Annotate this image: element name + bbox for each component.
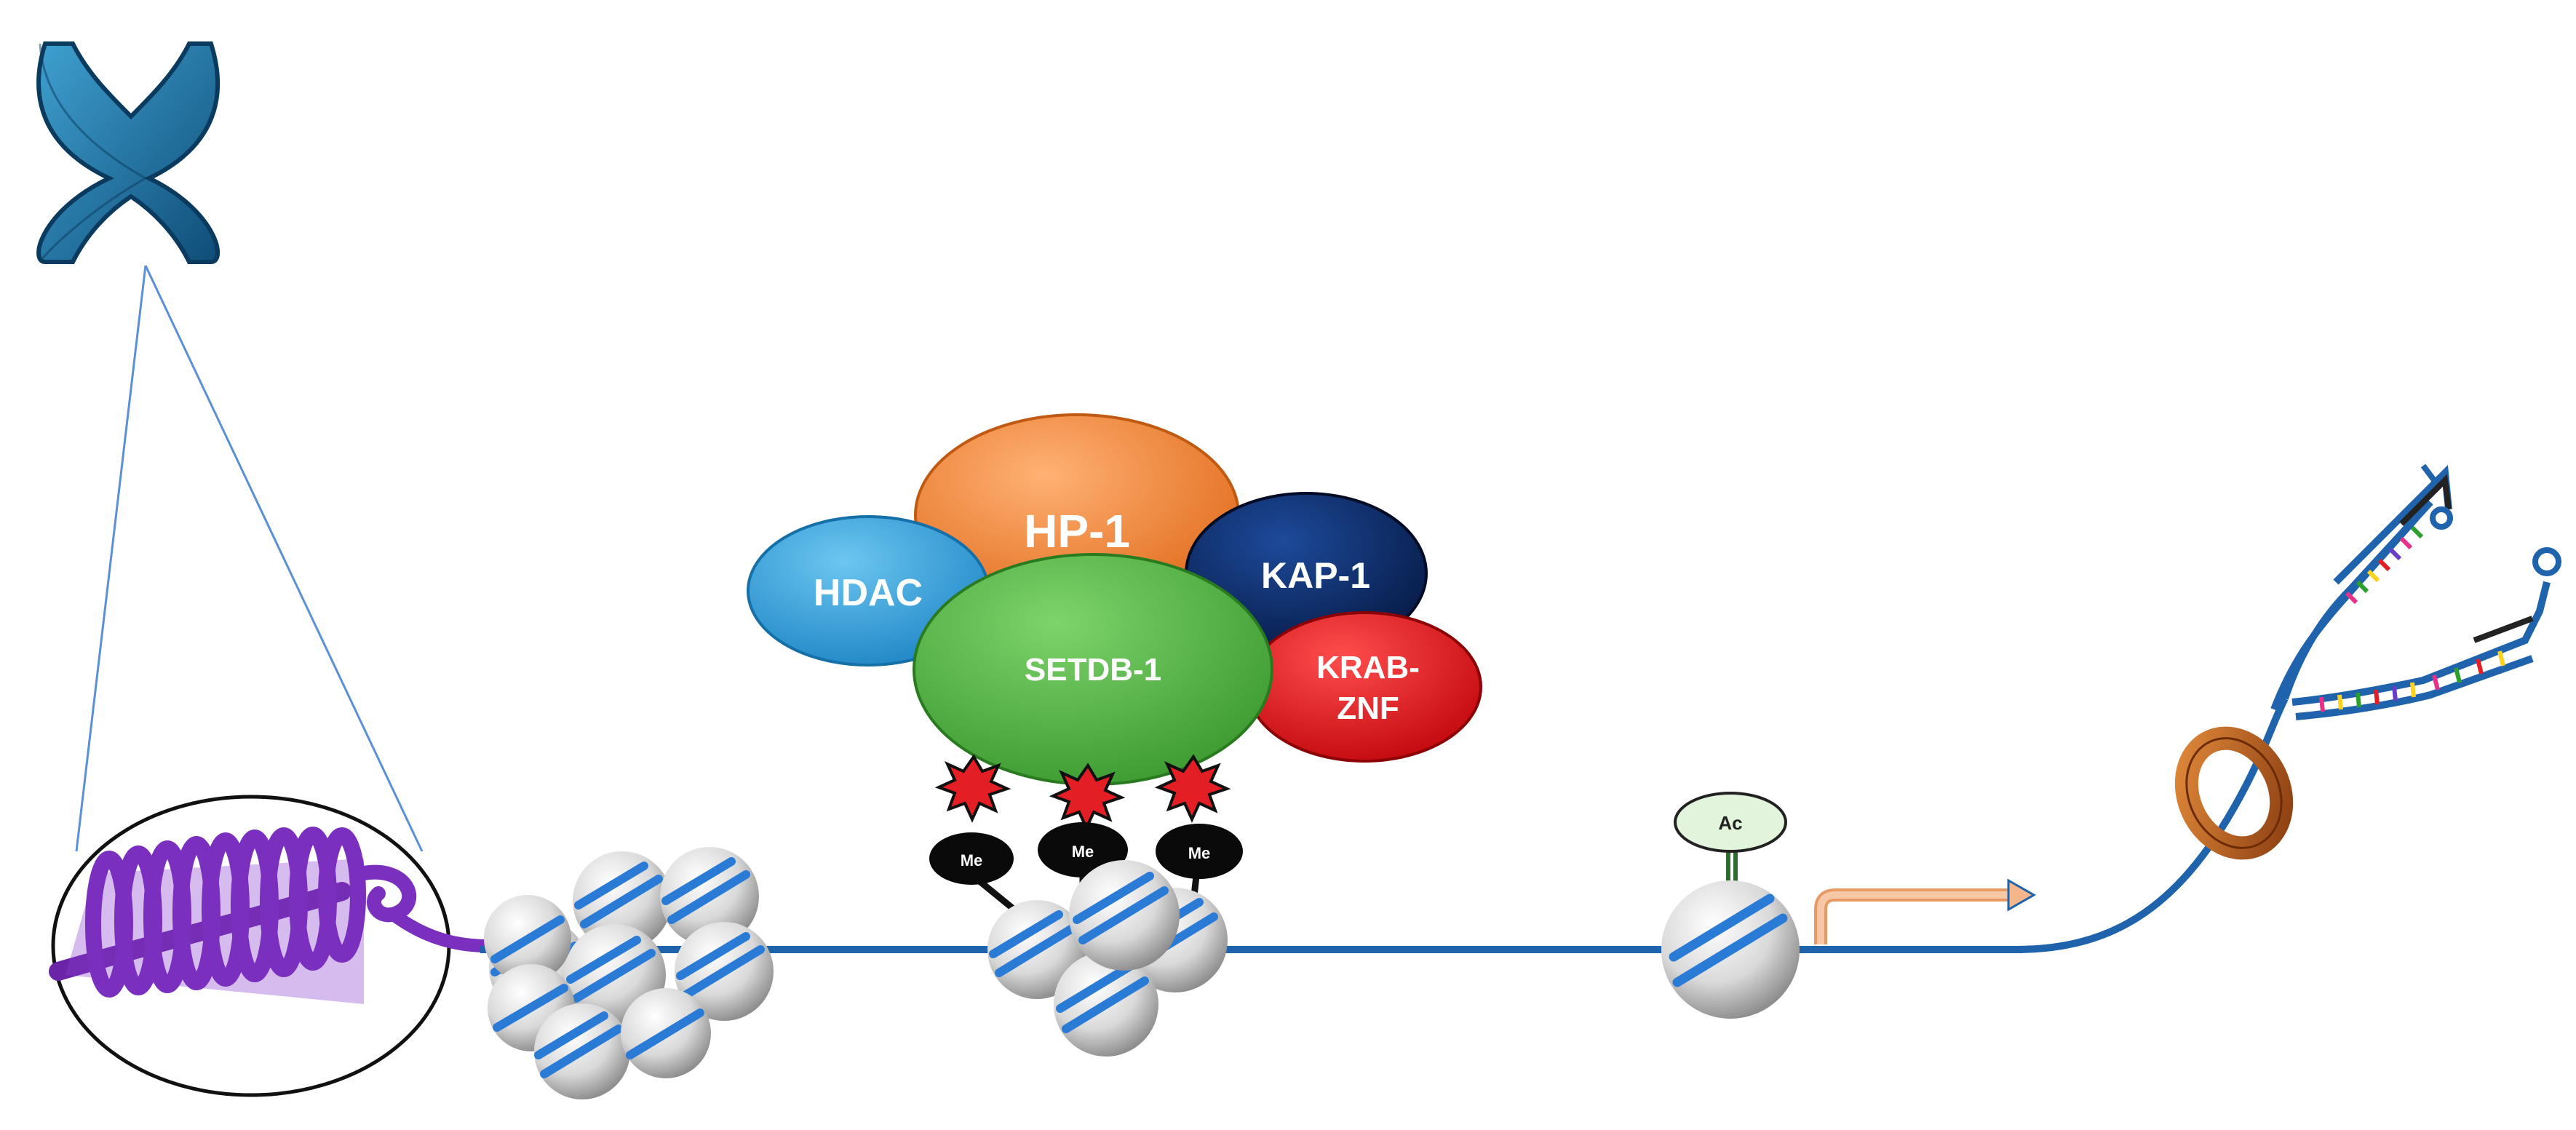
- ac-label: Ac: [1718, 812, 1742, 834]
- hdac-label: HDAC: [814, 572, 923, 614]
- transcription-start-arrow-icon: [1814, 878, 2037, 944]
- methylation-burst-icon: [1154, 754, 1231, 823]
- zoom-line-left: [75, 265, 147, 852]
- nucleosome-cluster-1: [484, 847, 774, 1099]
- nucleosome: [1069, 860, 1180, 971]
- hp1-label: HP-1: [1024, 505, 1130, 557]
- replication-fork-icon: [2270, 463, 2561, 720]
- zoom-line-right: [144, 265, 424, 852]
- setdb1-protein: SETDB-1: [913, 553, 1273, 786]
- acetylated-nucleosome: Ac: [1661, 792, 1800, 1019]
- nucleosome: [621, 988, 711, 1078]
- setdb1-label: SETDB-1: [1025, 652, 1161, 688]
- methylation-burst-icon: [934, 754, 1011, 823]
- repressor-complex: HP-1 HDAC KAP-1 KRAB- ZNF SETDB-1: [747, 413, 1482, 786]
- methyl-mark-1: Me: [929, 832, 1021, 916]
- krab-label-line1: KRAB-: [1316, 650, 1420, 685]
- nucleosome: [660, 847, 759, 946]
- nucleosome: [573, 851, 672, 950]
- methyl-mark-3: Me: [1156, 824, 1243, 903]
- helicase-ring-icon: [2174, 726, 2294, 860]
- coiled-fiber-icon: [49, 827, 494, 1004]
- me-label: Me: [1072, 843, 1094, 861]
- kap1-label: KAP-1: [1261, 555, 1370, 596]
- nucleosome: [1054, 952, 1158, 1057]
- nucleosome: [534, 1003, 630, 1099]
- acetyl-badge: [1674, 792, 1787, 853]
- krab-znf-protein: KRAB- ZNF: [1247, 611, 1482, 763]
- nucleosome: [675, 922, 774, 1021]
- krab-label-line2: ZNF: [1337, 691, 1399, 726]
- me-label: Me: [1188, 844, 1211, 862]
- chromatin-fiber-zoom: [49, 795, 494, 1097]
- me-label: Me: [961, 851, 983, 870]
- nucleosome: [484, 895, 571, 982]
- nucleosome: [987, 900, 1086, 999]
- chromosome-icon: [36, 41, 220, 264]
- nucleosome-cluster-2: [987, 860, 1228, 1057]
- methylation-burst-icon: [1049, 763, 1126, 832]
